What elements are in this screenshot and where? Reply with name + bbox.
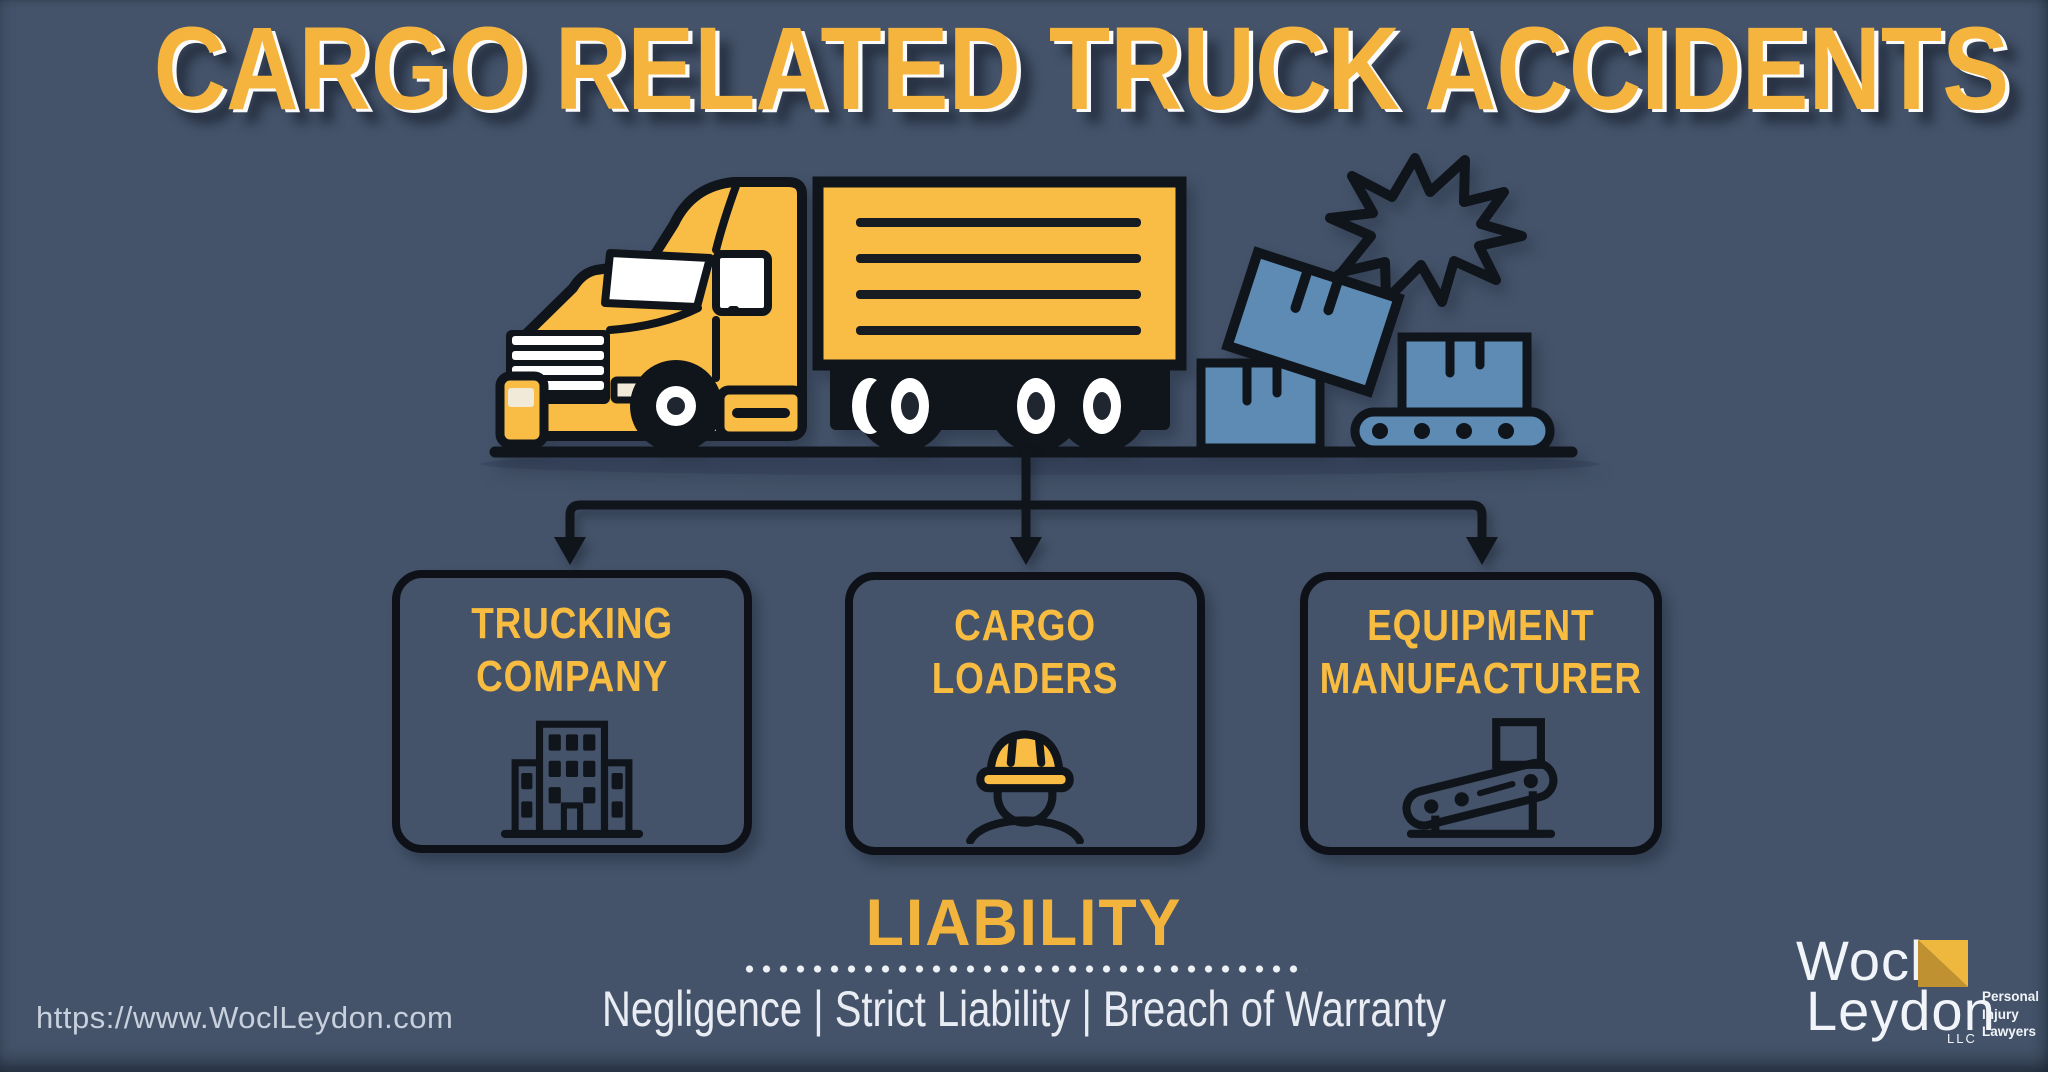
node-equipment-manufacturer: EQUIPMENT MANUFACTURER	[1300, 572, 1662, 855]
conveyor-machine-icon	[1402, 717, 1558, 838]
node-label-line2: LOADERS	[931, 653, 1119, 703]
node-label: TRUCKING COMPANY	[471, 598, 673, 704]
logo-tagline-line: Lawyers	[1982, 1024, 2037, 1040]
website-url: https://www.WoclLeydon.com	[36, 1000, 454, 1035]
arrowhead-middle	[1010, 537, 1042, 565]
branch-arrows	[554, 449, 1498, 565]
arrowhead-left	[554, 537, 586, 565]
logo-tagline-line: Injury	[1982, 1006, 2019, 1022]
logo-suffix-llc: LLC	[1947, 1031, 1977, 1046]
worker-hard-hat-icon	[966, 729, 1084, 844]
arrowhead-right	[1466, 537, 1498, 565]
logo-word-wocl: Wocl	[1796, 929, 1924, 992]
node-label: CARGO LOADERS	[932, 600, 1119, 706]
node-label-line1: TRUCKING	[471, 599, 673, 648]
node-trucking-company: TRUCKING COMPANY	[392, 570, 752, 853]
node-label: EQUIPMENT MANUFACTURER	[1320, 600, 1642, 706]
node-label-line1: EQUIPMENT	[1367, 601, 1595, 650]
logo-tagline: Personal Injury Lawyers	[1982, 988, 2039, 1041]
dotted-divider	[741, 964, 1307, 974]
page-title: CARGO RELATED TRUCK ACCIDENTS	[153, 3, 2010, 135]
ground-shadow	[480, 452, 1600, 475]
node-cargo-loaders: CARGO LOADERS	[845, 572, 1205, 855]
office-building-icon	[500, 720, 644, 838]
falling-cargo-box-icon	[1221, 246, 1405, 398]
liability-heading: LIABILITY	[865, 885, 1183, 959]
stacked-cargo-box-icon	[1196, 358, 1325, 453]
node-label-line2: COMPANY	[475, 651, 669, 701]
logo-tagline-line: Personal	[1982, 989, 2040, 1004]
liability-types: Negligence | Strict Liability | Breach o…	[601, 981, 1447, 1037]
node-label-line2: MANUFACTURER	[1319, 653, 1643, 703]
node-label-line1: CARGO	[954, 601, 1096, 650]
wocl-leydon-logo: Wocl Leydon LLC Personal Injury Lawyers	[1790, 929, 2042, 1056]
truck-cargo-illustration	[480, 153, 1600, 475]
conveyor-belt-icon	[1350, 332, 1555, 455]
logo-word-leydon: Leydon	[1806, 979, 1996, 1042]
logo-square-icon	[1918, 940, 1968, 987]
semi-truck-icon	[495, 176, 1187, 452]
